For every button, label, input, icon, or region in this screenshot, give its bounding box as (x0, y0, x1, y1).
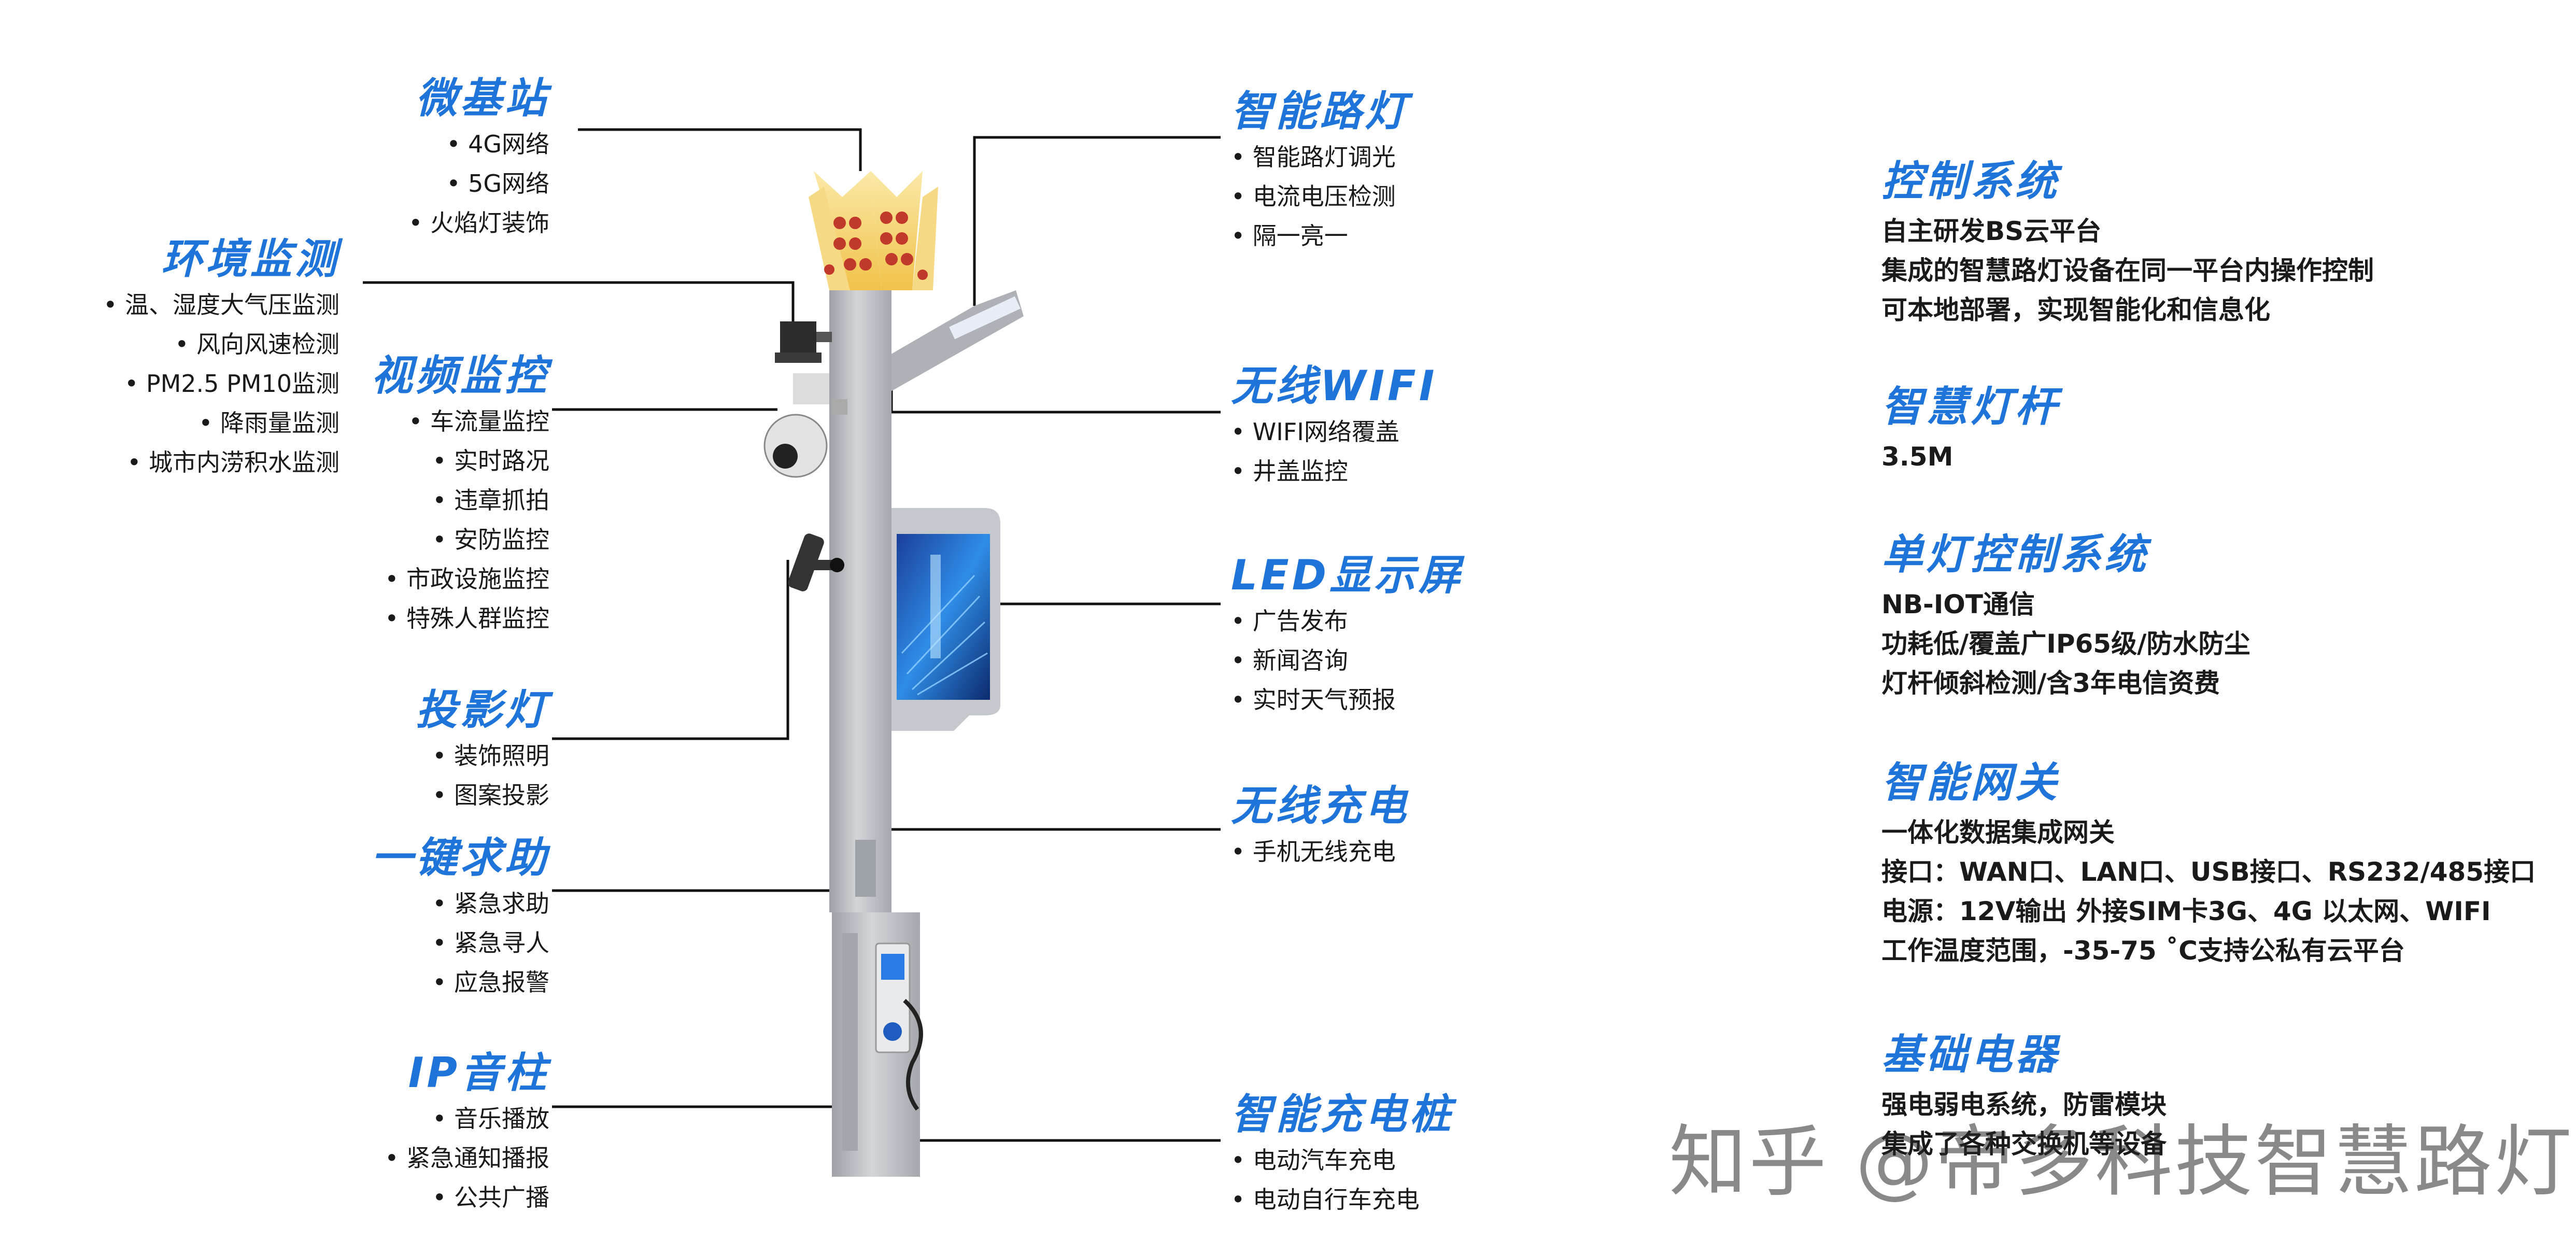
camera-icon (763, 373, 847, 478)
text-line: 可本地部署，实现智能化和信息化 (1881, 295, 2270, 325)
list-item: • 新闻咨询 (1231, 646, 1348, 674)
list-item: • 城市内涝积水监测 (127, 448, 339, 476)
list-item: • 车流量监控 (408, 407, 549, 435)
list-item: • 图案投影 (432, 781, 549, 809)
list-item: • 电动自行车充电 (1231, 1186, 1420, 1214)
left-group-micro-station: 微基站 • 4G网络 • 5G网络 • 火焰灯装饰 (408, 73, 549, 243)
right-group-basic-electric: 基础电器 强电弱电系统，防雷模块 集成了各种交换机等设备 (1881, 1029, 2167, 1164)
title-speaker: IP音柱 (408, 1049, 549, 1097)
list-item: • 违章抓拍 (432, 486, 549, 514)
text-line: 灯杆倾斜检测/含3年电信资费 (1881, 668, 2220, 698)
list-item: • 智能路灯调光 (1231, 143, 1396, 171)
text-line: 接口：WAN口、LAN口、USB接口、RS232/485接口 (1881, 857, 2536, 887)
list-item: • 4G网络 (446, 130, 549, 158)
line-charger (890, 1016, 1221, 1142)
left-group-projector: 投影灯 • 装饰照明 • 图案投影 (416, 684, 549, 815)
weather-sensor-icon (775, 321, 832, 363)
title-street-light: 智能路灯 (1231, 87, 1409, 135)
list-item: • 电动汽车充电 (1231, 1146, 1396, 1174)
text-line: 工作温度范围，-35-75 ˚C支持公私有云平台 (1881, 936, 2405, 966)
title-charger: 智能充电桩 (1231, 1090, 1454, 1138)
list-item: • 特殊人群监控 (385, 604, 549, 632)
list-item: • 实时天气预报 (1231, 686, 1396, 714)
list-item: • 温、湿度大气压监测 (103, 291, 339, 319)
list-item: • 音乐播放 (432, 1105, 549, 1133)
led-screen-icon (891, 508, 1000, 731)
title-video: 视频监控 (371, 351, 549, 400)
title-wifi: 无线WIFI (1231, 362, 1438, 410)
text-line: 集成的智慧路灯设备在同一平台内操作控制 (1881, 256, 2374, 286)
lamp-arm-icon (876, 290, 1024, 394)
list-item: • 安防监控 (432, 526, 549, 554)
right-group-single-lamp: 单灯控制系统 NB-IOT通信 功耗低/覆盖广IP65级/防水防尘 灯杆倾斜检测… (1881, 529, 2250, 703)
text-line: 自主研发BS云平台 (1881, 216, 2102, 246)
list-item: • 广告发布 (1231, 607, 1348, 635)
mid-group-wifi: 无线WIFI • WIFI网络覆盖 • 井盖监控 (1231, 360, 1437, 491)
projector-icon (788, 533, 844, 591)
list-item: • 装饰照明 (432, 742, 549, 770)
line-wireless-charge (882, 828, 1221, 892)
left-group-environment: 环境监测 • 温、湿度大气压监测 • 风向风速检测 • PM2.5 PM10监测… (103, 233, 339, 482)
flame-lamp-icon (809, 171, 938, 290)
text-line: 电源：12V输出 外接SIM卡3G、4G 以太网、WIFI (1881, 896, 2491, 926)
line-street-light (973, 136, 1221, 306)
list-item: • WIFI网络覆盖 (1231, 418, 1399, 446)
charger-icon (875, 942, 923, 1111)
mid-group-wireless-charge: 无线充电 • 手机无线充电 (1231, 780, 1409, 871)
pole-upper-icon (829, 290, 891, 912)
title-environment: 环境监测 (161, 235, 339, 283)
mid-group-charger: 智能充电桩 • 电动汽车充电 • 电动自行车充电 (1231, 1089, 1454, 1219)
title-micro-station: 微基站 (416, 74, 549, 122)
list-item: • 应急报警 (432, 968, 549, 996)
line-environment (363, 281, 795, 327)
mid-group-street-light: 智能路灯 • 智能路灯调光 • 电流电压检测 • 隔一亮一 (1231, 86, 1409, 256)
list-item: • 隔一亮一 (1231, 222, 1348, 250)
left-group-video: 视频监控 • 车流量监控 • 实时路况 • 违章抓拍 • 安防监控 • 市政设施… (371, 350, 549, 638)
right-group-control-system: 控制系统 自主研发BS云平台 集成的智慧路灯设备在同一平台内操作控制 可本地部署… (1881, 156, 2374, 330)
line-wifi (890, 378, 1221, 414)
left-group-help: 一键求助 • 紧急求助 • 紧急寻人 • 应急报警 (371, 832, 549, 1002)
right-group-smart-pole: 智慧灯杆 3.5M (1881, 381, 2060, 476)
list-item: • 5G网络 (446, 170, 549, 198)
right-group-gateway: 智能网关 一体化数据集成网关 接口：WAN口、LAN口、USB接口、RS232/… (1881, 757, 2536, 970)
title-projector: 投影灯 (416, 686, 549, 734)
text-line: NB-IOT通信 (1881, 589, 2035, 619)
list-item: • 火焰灯装饰 (408, 209, 549, 237)
title-gateway: 智能网关 (1881, 758, 2060, 807)
text-line: 集成了各种交换机等设备 (1881, 1129, 2167, 1159)
list-item: • 市政设施监控 (385, 565, 549, 593)
list-item: • 紧急通知播报 (385, 1144, 549, 1172)
title-led: LED显示屏 (1231, 551, 1464, 599)
title-control-system: 控制系统 (1881, 157, 2060, 205)
list-item: • 公共广播 (432, 1183, 549, 1211)
mid-group-led: LED显示屏 • 广告发布 • 新闻咨询 • 实时天气预报 (1231, 549, 1463, 720)
list-item: • 紧急求助 (432, 890, 549, 918)
title-single-lamp: 单灯控制系统 (1881, 530, 2149, 579)
watermark: 知乎 @帝多科技智慧路灯 (1669, 1117, 2574, 1207)
text-line: 一体化数据集成网关 (1881, 817, 2115, 848)
list-item: • 电流电压检测 (1231, 182, 1396, 210)
line-projector (552, 560, 789, 740)
title-smart-pole: 智慧灯杆 (1881, 383, 2060, 431)
list-item: • 紧急寻人 (432, 929, 549, 957)
list-item: • 实时路况 (432, 447, 549, 475)
text-line: 强电弱电系统，防雷模块 (1881, 1090, 2167, 1120)
title-help: 一键求助 (371, 834, 549, 882)
text-line: 3.5M (1881, 442, 1954, 472)
left-group-speaker: IP音柱 • 音乐播放 • 紧急通知播报 • 公共广播 (385, 1047, 549, 1217)
line-micro-station (578, 128, 862, 171)
list-item: • 风向风速检测 (175, 330, 339, 358)
list-item: • 手机无线充电 (1231, 838, 1396, 866)
text-line: 功耗低/覆盖广IP65级/防水防尘 (1881, 629, 2251, 659)
title-wireless-charge: 无线充电 (1231, 782, 1409, 830)
help-panel-icon (855, 840, 876, 897)
list-item: • 井盖监控 (1231, 457, 1348, 485)
list-item: • 降雨量监测 (199, 409, 339, 437)
title-basic-electric: 基础电器 (1881, 1031, 2060, 1079)
list-item: • PM2.5 PM10监测 (124, 370, 339, 398)
